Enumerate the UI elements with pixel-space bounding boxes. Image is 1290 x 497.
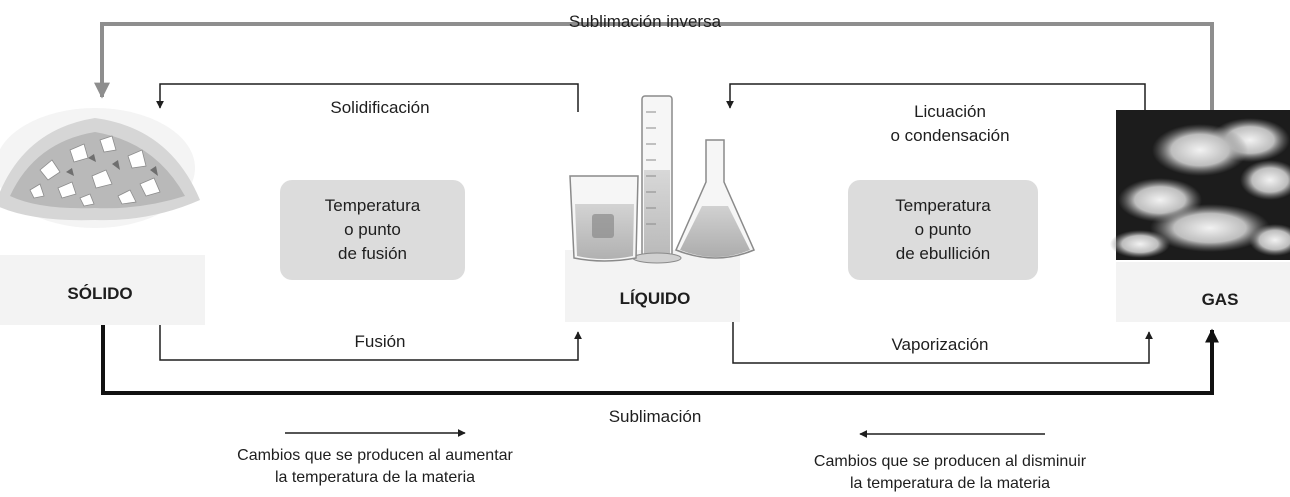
gas-cloud-icon — [1110, 110, 1290, 322]
fusion-label: Fusión — [354, 332, 406, 351]
solid-crystals-icon — [0, 108, 205, 325]
increase-temperature-legend: Cambios que se producen al aumentar la t… — [237, 447, 513, 486]
vaporization-arrow — [732, 320, 1153, 364]
solidification-label: Solidificación — [330, 98, 430, 117]
lab-glassware-icon — [565, 95, 755, 322]
decrease-temperature-legend: Cambios que se producen al disminuir la … — [813, 453, 1087, 492]
reverse-sublimation-arrow — [94, 22, 1214, 112]
melting-point-box: Temperatura o punto de fusión — [280, 180, 465, 280]
vaporization-label: Vaporización — [891, 335, 989, 354]
condensation-label: Licuación o condensación — [890, 102, 1010, 145]
condensation-arrow — [726, 83, 1146, 110]
boiling-point-box: Temperatura o punto de ebullición — [848, 180, 1038, 280]
reverse-sublimation-label: Sublimación inversa — [568, 12, 722, 31]
fusion-arrow — [159, 320, 582, 361]
solidification-arrow — [156, 83, 579, 112]
solid-state-label: SÓLIDO — [67, 284, 133, 303]
sublimation-label: Sublimación — [608, 407, 702, 426]
gas-state-label: GAS — [1201, 290, 1239, 309]
sublimation-arrow — [101, 300, 1219, 395]
liquid-state-label: LÍQUIDO — [619, 289, 691, 308]
